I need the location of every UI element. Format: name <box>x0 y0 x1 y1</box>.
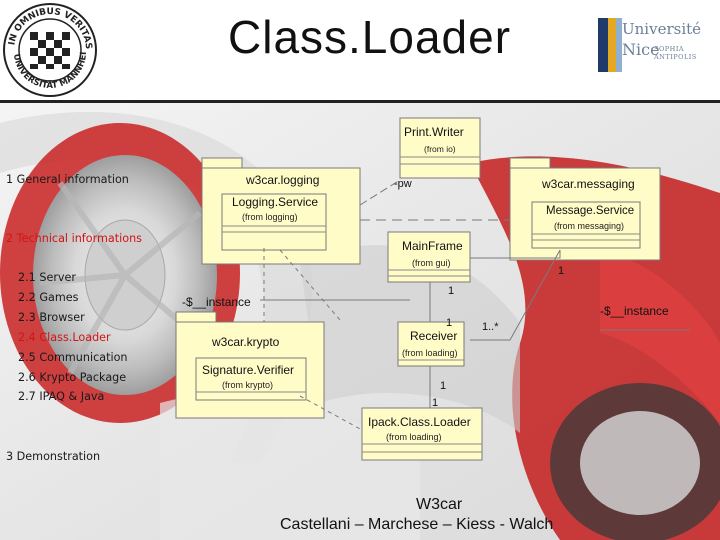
class-printwriter-name: Print.Writer <box>404 125 464 139</box>
universite-nice-logo: Université Nice SOPHIA ANTIPOLIS <box>598 18 716 74</box>
class-printwriter <box>399 117 481 179</box>
multiplicity-ipack-label: 1 <box>432 397 438 409</box>
toc-item-technical-informations[interactable]: 2 Technical informations <box>6 232 142 245</box>
class-mainframe <box>387 231 471 283</box>
role-instance-right-label: -$__instance <box>600 304 669 318</box>
class-message-service-name: Message.Service <box>546 205 634 217</box>
class-printwriter-from: (from io) <box>424 144 456 154</box>
package-messaging-label: w3car.messaging <box>541 177 635 191</box>
class-mainframe-from: (from gui) <box>412 258 451 268</box>
class-signature-verifier <box>195 357 307 401</box>
class-ipack-classloader <box>361 407 483 461</box>
toc-item-ipaq-java[interactable]: 2.7 IPAQ & Java <box>18 390 105 403</box>
page-title: Class.Loader <box>228 11 512 63</box>
logo-text-sophia: SOPHIA ANTIPOLIS <box>654 45 697 61</box>
multiplicity-receiver-bottom-label: 1 <box>440 380 446 392</box>
university-nice-emblem-icon <box>598 18 622 72</box>
package-logging-label: w3car.logging <box>245 173 319 187</box>
package-krypto-label: w3car.krypto <box>211 335 280 349</box>
footer-project-name: W3car <box>416 496 463 513</box>
class-signature-verifier-name: Signature.Verifier <box>202 363 294 377</box>
multiplicity-star-label: 1..* <box>482 321 499 333</box>
multiplicity-message-label: 1 <box>558 265 564 277</box>
toc-item-browser[interactable]: 2.3 Browser <box>18 311 85 324</box>
toc-item-general-information[interactable]: 1 General information <box>6 173 129 186</box>
class-mainframe-name: MainFrame <box>402 239 463 253</box>
multiplicity-receiver-top-label: 1 <box>446 317 452 329</box>
toc-item-server[interactable]: 2.1 Server <box>18 271 77 284</box>
class-ipack-classloader-from: (from loading) <box>386 432 442 442</box>
class-message-service-from: (from messaging) <box>554 221 624 231</box>
toc-item-demonstration[interactable]: 3 Demonstration <box>6 450 101 463</box>
class-ipack-classloader-name: Ipack.Class.Loader <box>368 415 471 429</box>
university-mannheim-seal-icon: IN OMNIBUS VERITAS UNIVERSITÄT MANNHEIM <box>2 2 97 97</box>
logo-text-nice: Nice <box>622 40 660 59</box>
slide-header: IN OMNIBUS VERITAS UNIVERSITÄT MANNHEIM … <box>0 0 720 100</box>
role-pw-label: -pw <box>394 178 412 190</box>
toc-item-communication[interactable]: 2.5 Communication <box>18 351 128 364</box>
class-receiver-from: (from loading) <box>402 348 458 358</box>
toc-item-classloader[interactable]: 2.4 Class.Loader <box>18 331 111 344</box>
role-instance-left-label: -$__instance <box>182 295 251 309</box>
header-divider <box>0 100 720 103</box>
logo-text-universite: Université <box>622 20 702 38</box>
class-logging-service-name: Logging.Service <box>232 195 318 209</box>
footer-authors: Castellani – Marchese – Kiess - Walch <box>280 516 554 533</box>
toc-item-games[interactable]: 2.2 Games <box>18 291 79 304</box>
multiplicity-mainframe-label: 1 <box>448 285 454 297</box>
class-logging-service <box>221 193 327 251</box>
class-receiver-name: Receiver <box>410 329 457 343</box>
class-logging-service-from: (from logging) <box>242 212 298 222</box>
toc-item-krypto-package[interactable]: 2.6 Krypto Package <box>18 371 127 384</box>
class-receiver <box>397 321 465 367</box>
class-signature-verifier-from: (from krypto) <box>222 380 273 390</box>
